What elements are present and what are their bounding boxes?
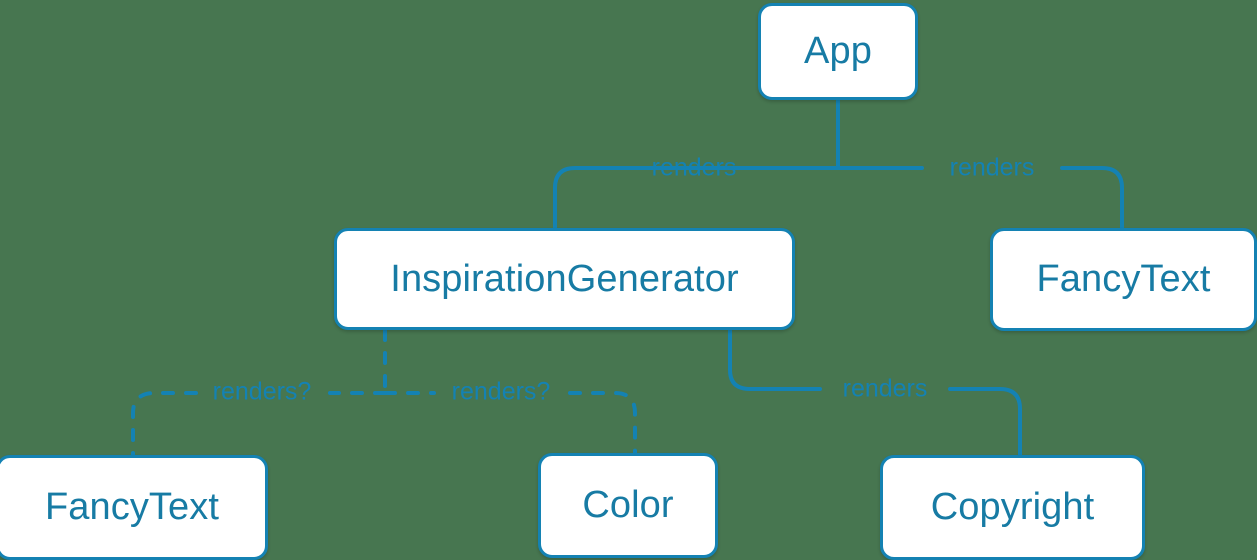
edge-label-inspirationgenerator-copyright: renders: [842, 374, 928, 403]
edge-inspirationgenerator-fancytext: [131, 391, 387, 457]
node-color[interactable]: Color: [538, 453, 718, 558]
edge-label-app-inspirationgenerator: renders: [651, 153, 737, 182]
edge-label-inspirationgenerator-color: renders?: [451, 377, 551, 406]
edge-inspirationgenerator-color: [383, 391, 637, 455]
node-fancytext-bottom[interactable]: FancyText: [0, 455, 268, 560]
edge-label-inspirationgenerator-fancytext: renders?: [212, 377, 312, 406]
edge-app-fancytext: [836, 166, 1124, 230]
node-copyright[interactable]: Copyright: [880, 455, 1145, 560]
edge-inspirationgenerator-copyright: [728, 328, 1022, 457]
edge-app-inspirationgenerator: [553, 166, 840, 230]
edge-label-app-fancytext: renders: [949, 153, 1035, 182]
node-fancytext-top[interactable]: FancyText: [990, 228, 1257, 331]
node-app[interactable]: App: [758, 3, 918, 100]
node-inspirationgenerator[interactable]: InspirationGenerator: [334, 228, 795, 330]
